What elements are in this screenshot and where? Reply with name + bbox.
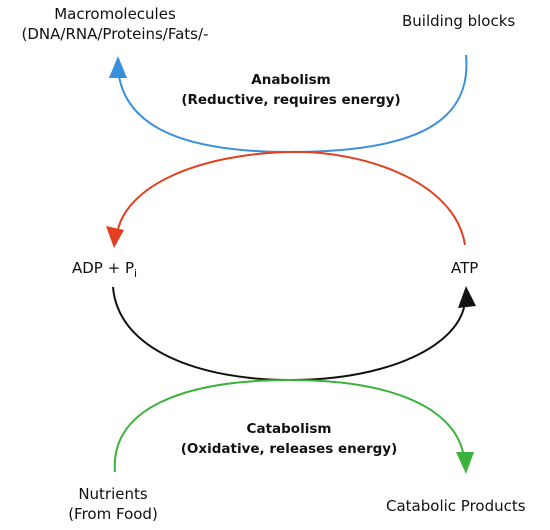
adp-to-atp-arrow [112, 286, 466, 382]
atp-to-adp-arrow [116, 150, 466, 246]
macromolecules-line2: (DNA/RNA/Proteins/Fats/- [21, 25, 209, 43]
catabolic-products-label: Catabolic Products [386, 497, 526, 515]
adp-pi-text: ADP + P [72, 259, 135, 277]
anabolism-subtitle: (Reductive, requires energy) [181, 92, 401, 108]
nutrients-line1: Nutrients [78, 485, 148, 503]
adp-pi-subscript: i [134, 267, 138, 280]
macromolecules-line1: Macromolecules [54, 5, 176, 23]
catabolism-label: Catabolism (Oxidative, releases energy) [158, 419, 420, 459]
atp-label: ATP [451, 259, 479, 277]
anabolism-label: Anabolism (Reductive, requires energy) [160, 70, 422, 110]
catabolism-title: Catabolism [246, 421, 332, 437]
adp-to-atp-arrowhead [458, 286, 476, 308]
adp-pi-label: ADP + Pi [72, 258, 137, 284]
catabolism-arrow [113, 378, 465, 473]
atp-to-adp-arrowhead [106, 226, 124, 248]
catabolism-arrowhead [456, 452, 474, 474]
nutrients-label: Nutrients (From Food) [48, 484, 178, 524]
nutrients-line2: (From Food) [68, 505, 158, 523]
macromolecules-label: Macromolecules (DNA/RNA/Proteins/Fats/- [0, 4, 230, 44]
catabolism-subtitle: (Oxidative, releases energy) [180, 441, 398, 457]
building-blocks-label: Building blocks [402, 12, 516, 30]
anabolism-title: Anabolism [251, 72, 331, 88]
anabolism-arrowhead [109, 56, 127, 78]
